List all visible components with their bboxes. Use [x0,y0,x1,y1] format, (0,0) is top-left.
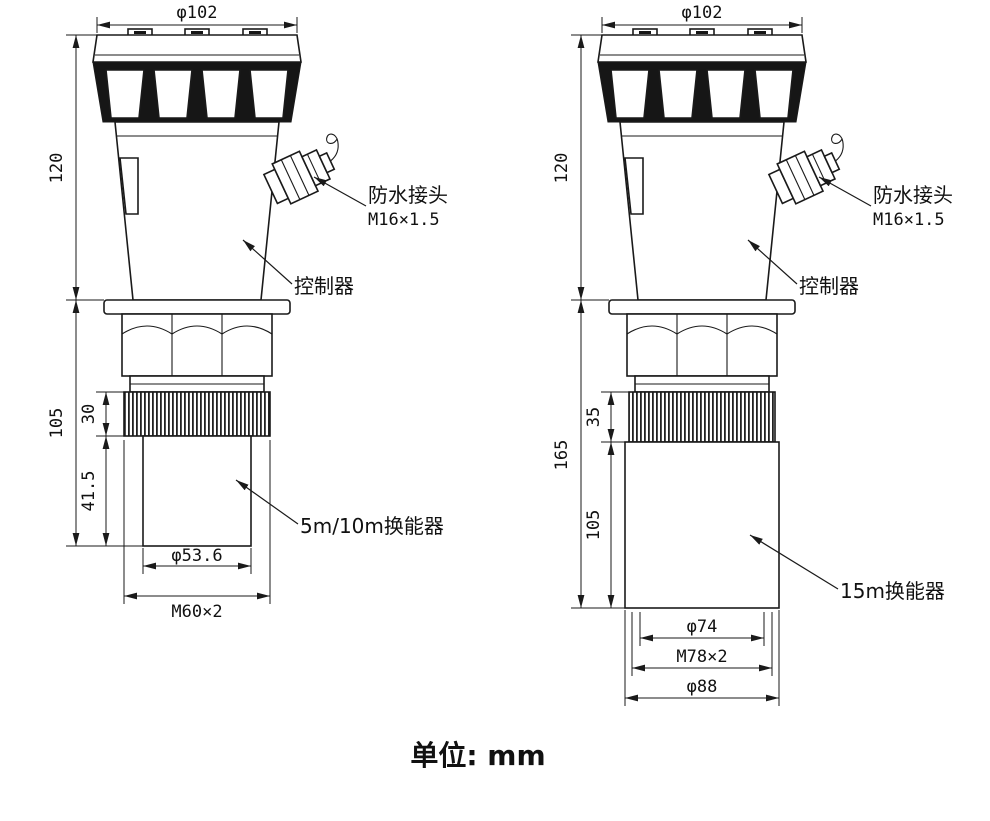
connector-label-left: 防水接头 [368,183,448,207]
right-callouts: 防水接头 M16×1.5 控制器 15m换能器 [747,176,953,603]
left-upper-assembly [92,28,355,393]
dim-left-inner-heights: 30 41.5 [79,391,143,546]
knurled-ring [123,391,271,437]
controller-label-left: 控制器 [294,274,354,298]
transducer-body [624,441,780,609]
left-callouts: 防水接头 M16×1.5 控制器 5m/10m换能器 [235,176,448,538]
controller-label-right: 控制器 [799,274,859,298]
dim-text-thread-right: M78×2 [676,647,727,667]
dim-text-outer-diameter-right: φ88 [687,677,718,697]
dim-text-lower-height-left: 105 [47,408,67,439]
right-upper-assembly [597,28,860,393]
knurled-ring [628,391,776,443]
dim-text-probe-diameter-left: φ53.6 [171,546,222,566]
dim-text-lower-height-right: 165 [552,440,572,471]
dim-left-heights: 120 105 [47,34,143,547]
dim-text-upper-height-right: 120 [552,153,572,184]
dim-right-bottom: φ74 M78×2 φ88 [624,610,780,706]
connector-thread-right: M16×1.5 [873,210,945,230]
dim-right-top-diameter: φ102 [601,3,803,33]
dim-right-inner-heights: 35 105 [584,391,629,608]
dim-text-thread-left: M60×2 [171,602,222,622]
transducer-label-right: 15m换能器 [840,579,945,603]
transducer-label-left: 5m/10m换能器 [300,514,444,538]
dim-text-ring-height-right: 35 [584,407,604,427]
dim-text-probe-height-right: 105 [584,510,604,541]
dim-text-probe-height-left: 41.5 [79,471,99,512]
right-device: φ102 120 165 35 105 φ74 [552,3,953,706]
dim-text-ring-height-left: 30 [79,404,99,424]
dim-text-top-diameter-right: φ102 [682,3,723,23]
unit-note: 单位: mm [410,739,545,772]
left-device: φ102 120 105 30 41.5 φ53.6 [47,3,448,622]
dim-text-probe-diameter-right: φ74 [687,617,718,637]
dim-text-upper-height-left: 120 [47,153,67,184]
connector-thread-left: M16×1.5 [368,210,440,230]
dim-right-heights: 120 165 [552,34,625,609]
dim-left-top-diameter: φ102 [96,3,298,33]
connector-label-right: 防水接头 [873,183,953,207]
dim-left-bottom: φ53.6 M60×2 [123,440,271,622]
dim-text-top-diameter-left: φ102 [177,3,218,23]
transducer-body [142,435,252,547]
